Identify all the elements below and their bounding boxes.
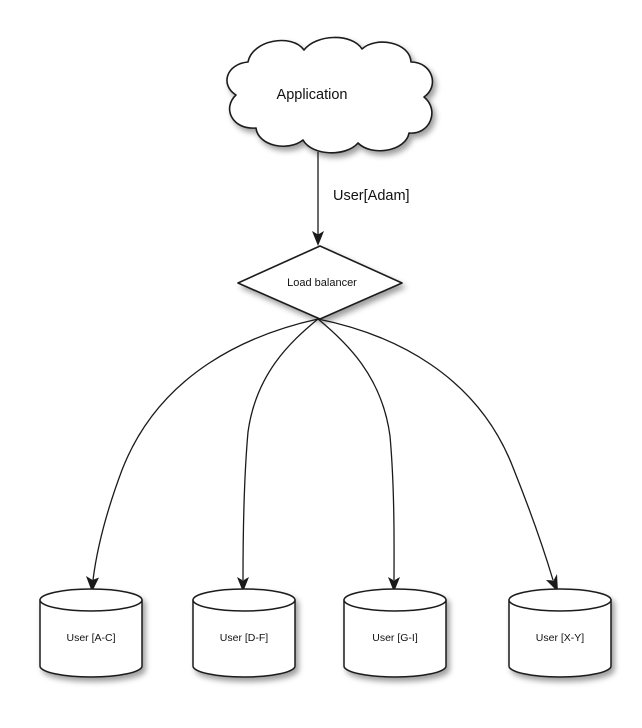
node-database-x-y[interactable]: User [X-Y] xyxy=(508,588,612,678)
edge-load-balancer-to-db-a-c xyxy=(86,318,319,592)
database-label: User [A-C] xyxy=(66,632,115,644)
node-load-balancer[interactable]: Load balancer xyxy=(237,245,403,320)
node-application-cloud[interactable]: Application xyxy=(226,36,434,154)
edge-load-balancer-to-db-x-y xyxy=(317,318,558,592)
cloud-label: Application xyxy=(277,87,348,103)
load-balancer-label: Load balancer xyxy=(287,277,357,289)
database-label: User [G-I] xyxy=(372,632,418,644)
database-label: User [X-Y] xyxy=(536,632,585,644)
edge-application-to-load-balancer: User[Adam] xyxy=(312,152,410,246)
node-database-d-f[interactable]: User [D-F] xyxy=(192,588,296,678)
node-database-a-c[interactable]: User [A-C] xyxy=(39,588,143,678)
node-database-g-i[interactable]: User [G-I] xyxy=(343,588,447,678)
database-label: User [D-F] xyxy=(220,632,268,644)
edge-label-user-adam: User[Adam] xyxy=(333,188,410,204)
edge-load-balancer-to-db-d-f xyxy=(237,318,319,592)
edge-load-balancer-to-db-g-i xyxy=(317,318,400,592)
